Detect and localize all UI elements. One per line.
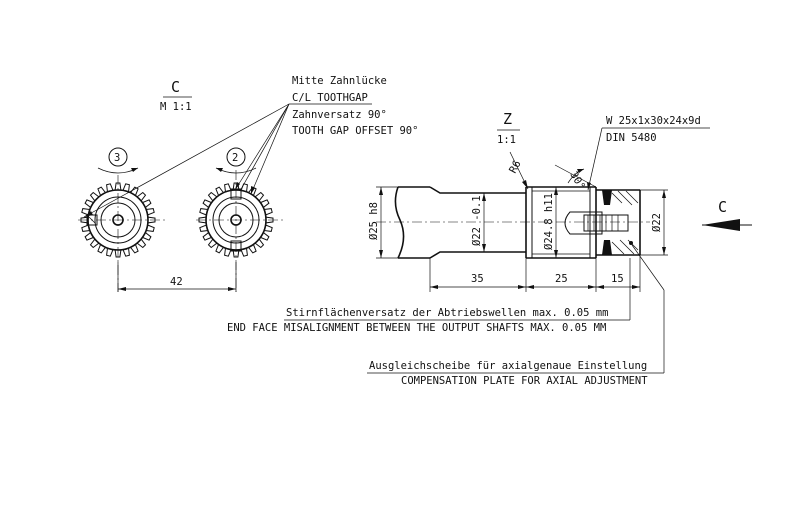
dimension-dia-24-8: Ø24.8 h11: [543, 187, 558, 258]
misalignment-note-de: Stirnflächenversatz der Abtriebswellen m…: [286, 307, 608, 319]
dimension-dia-25-label: Ø25 h8: [368, 202, 380, 240]
spline-note: W 25x1x30x24x9d DIN 5480: [587, 115, 710, 191]
gear-tooth: [254, 191, 265, 202]
dimension-42: 42: [117, 262, 237, 292]
tooth-note-line2: C/L TOOTHGAP: [292, 92, 368, 104]
gear-tooth: [89, 238, 100, 249]
dimension-dia-22-label: Ø22: [651, 213, 663, 232]
gear-tooth: [136, 191, 147, 202]
gear-tooth: [207, 238, 218, 249]
chamfer-30-label: 30°: [567, 170, 587, 192]
tooth-note-line1: Mitte Zahnlücke: [292, 75, 387, 87]
compensation-note-de: Ausgleichscheibe für axialgenaue Einstel…: [369, 360, 647, 372]
view-c-letter: C: [171, 78, 180, 96]
gear-centerlines: [78, 170, 284, 292]
tooth-gap-note: Mitte Zahnlücke C/L TOOTHGAP Zahnversatz…: [83, 75, 418, 218]
rotation-marker-3: 3: [97, 147, 139, 174]
misalignment-note: Stirnflächenversatz der Abtriebswellen m…: [227, 258, 631, 334]
length-15-label: 15: [611, 273, 624, 285]
compensation-note: Ausgleichscheibe für axialgenaue Einstel…: [367, 244, 665, 387]
view-c-label: C M 1:1: [160, 78, 192, 113]
dimension-dia-22-tol: Ø22 -0.1: [471, 193, 486, 252]
rotation-marker-2: 2: [215, 147, 257, 174]
rotation-marker-2-label: 2: [232, 152, 238, 164]
tooth-note-line3: Zahnversatz 90°: [292, 109, 387, 121]
gear-tooth: [136, 238, 147, 249]
view-arrow-c: C: [702, 198, 752, 231]
spline-note-line1: W 25x1x30x24x9d: [606, 115, 701, 127]
length-dimensions: 35 25 15: [429, 255, 641, 292]
hub-section: [564, 190, 639, 255]
view-z-letter: Z: [503, 110, 512, 128]
dimension-dia-25: Ø25 h8: [368, 186, 398, 259]
tooth-note-line4: TOOTH GAP OFFSET 90°: [292, 125, 418, 137]
length-25-label: 25: [555, 273, 568, 285]
dimension-dia-22-tol-label: Ø22 -0.1: [471, 195, 483, 246]
gear-tooth: [207, 191, 218, 202]
spline-note-line2: DIN 5480: [606, 132, 657, 144]
view-z-label: Z 1:1: [497, 110, 520, 146]
compensation-note-en: COMPENSATION PLATE FOR AXIAL ADJUSTMENT: [401, 375, 648, 387]
view-arrow-c-letter: C: [718, 198, 727, 216]
dimension-dia-22: Ø22: [640, 189, 668, 256]
view-c-scale: M 1:1: [160, 101, 192, 113]
view-z-scale: 1:1: [497, 134, 516, 146]
gear-tooth: [254, 238, 265, 249]
length-35-label: 35: [471, 273, 484, 285]
gear-tooth: [89, 191, 100, 202]
radius-r6-label: R6: [507, 159, 524, 176]
rotation-marker-3-label: 3: [114, 152, 120, 164]
misalignment-note-en: END FACE MISALIGNMENT BETWEEN THE OUTPUT…: [227, 322, 606, 334]
dimension-42-label: 42: [170, 276, 183, 288]
radius-r6: R6: [507, 151, 529, 190]
dimension-dia-24-8-label: Ø24.8 h11: [543, 193, 555, 250]
